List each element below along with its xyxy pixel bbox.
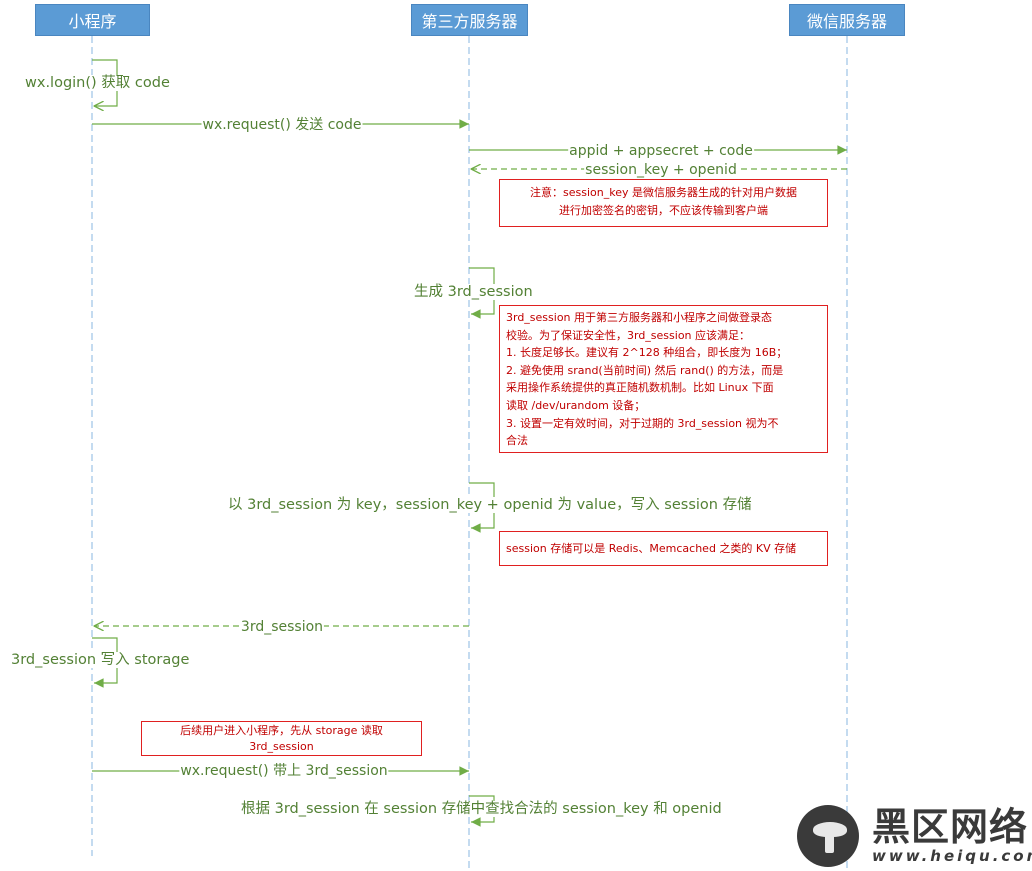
note-line: 读取 /dev/urandom 设备； xyxy=(506,398,646,412)
watermark-logo-icon xyxy=(797,805,859,867)
label-appid-secret: appid + appsecret + code xyxy=(568,143,754,159)
label-wx-login: wx.login() 获取 code xyxy=(24,75,171,91)
note-read-storage: 后续用户进入小程序，先从 storage 读取 3rd_session xyxy=(141,721,422,756)
label-lookup-session: 根据 3rd_session 在 session 存储中查找合法的 sessio… xyxy=(240,801,723,817)
label-3rd-session-return: 3rd_session xyxy=(239,619,325,635)
label-session-key-openid: session_key + openid xyxy=(584,162,738,178)
note-line: 进行加密签名的密钥，不应该传输到客户端 xyxy=(559,203,768,217)
note-line: 注意：session_key 是微信服务器生成的针对用户数据 xyxy=(530,186,797,199)
note-session-storage: session 存储可以是 Redis、Memcached 之类的 KV 存储 xyxy=(499,531,828,566)
actor-wechat-server: 微信服务器 xyxy=(789,4,905,36)
note-line: 合法 xyxy=(506,434,528,448)
label-write-storage: 3rd_session 写入 storage xyxy=(10,652,191,668)
note-3rd-session-requirements: 3rd_session 用于第三方服务器和小程序之间做登录态 校验。为了保证安全… xyxy=(499,305,828,453)
note-line: 校验。为了保证安全性，3rd_session 应该满足： xyxy=(506,328,751,342)
note-line: 后续用户进入小程序，先从 storage 读取 xyxy=(180,724,383,737)
actor-third-party-server: 第三方服务器 xyxy=(411,4,528,36)
note-session-key-warning: 注意：session_key 是微信服务器生成的针对用户数据 进行加密签名的密钥… xyxy=(499,179,828,227)
note-line: 采用操作系统提供的真正随机数机制。比如 Linux 下面 xyxy=(506,381,774,395)
note-line: 1. 长度足够长。建议有 2^128 种组合，即长度为 16B； xyxy=(506,346,788,360)
watermark-title: 黑区网络 xyxy=(872,805,1029,849)
label-send-code: wx.request() 发送 code xyxy=(201,117,363,133)
note-line: session 存储可以是 Redis、Memcached 之类的 KV 存储 xyxy=(506,542,797,555)
actor-mini-program: 小程序 xyxy=(35,4,150,36)
note-line: 2. 避免使用 srand(当前时间) 然后 rand() 的方法，而是 xyxy=(506,363,784,377)
label-write-session-store: 以 3rd_session 为 key，session_key + openid… xyxy=(227,497,753,513)
note-line: 3rd_session 用于第三方服务器和小程序之间做登录态 xyxy=(506,311,773,324)
label-request-with-session: wx.request() 带上 3rd_session xyxy=(179,763,389,779)
note-line: 3. 设置一定有效时间，对于过期的 3rd_session 视为不 xyxy=(506,416,779,430)
note-line: 3rd_session xyxy=(249,740,314,753)
label-generate-3rd-session: 生成 3rd_session xyxy=(413,284,534,300)
watermark-url: www.heiqu.com xyxy=(872,847,1032,865)
